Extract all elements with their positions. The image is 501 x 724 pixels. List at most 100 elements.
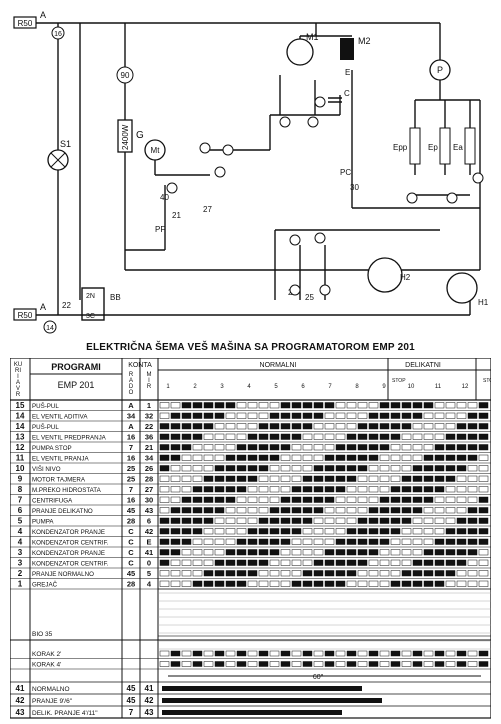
cam-segment <box>214 475 225 482</box>
cam-segment <box>181 559 192 566</box>
cam-segment <box>181 570 192 577</box>
cam-segment <box>357 454 368 461</box>
cam-segment <box>192 412 203 419</box>
cam-segment <box>159 570 170 577</box>
header-kurivr: KU <box>14 362 22 368</box>
cam-segment <box>434 528 445 535</box>
cam-segment <box>159 423 170 430</box>
cam-segment <box>401 549 412 556</box>
cam-segment <box>214 650 225 657</box>
cam-segment <box>192 528 203 535</box>
cam-segment <box>434 559 445 566</box>
cam-segment <box>236 412 247 419</box>
cam-segment <box>335 486 346 493</box>
cam-segment <box>159 507 170 514</box>
cam-segment <box>203 433 214 440</box>
step-number: 3 <box>220 384 224 390</box>
cam-segment <box>368 549 379 556</box>
cam-segment <box>236 650 247 657</box>
row-contact-b: 32 <box>145 412 153 421</box>
cam-segment <box>368 433 379 440</box>
cam-segment <box>423 661 434 667</box>
cam-segment <box>280 433 291 440</box>
cam-segment <box>467 538 478 545</box>
cam-segment <box>247 475 258 482</box>
cam-segment <box>478 444 489 451</box>
cam-segment <box>390 496 401 503</box>
header-rado: R <box>129 372 134 378</box>
cam-segment <box>445 444 456 451</box>
cam-segment <box>401 496 412 503</box>
cam-segment <box>247 496 258 503</box>
cam-segment <box>192 402 203 409</box>
cam-segment <box>181 454 192 461</box>
cam-segment <box>357 559 368 566</box>
cam-segment <box>192 580 203 587</box>
cam-segment <box>368 496 379 503</box>
cam-segment <box>236 538 247 545</box>
cam-segment <box>467 444 478 451</box>
step-number: 4 <box>247 384 251 390</box>
cam-segment <box>236 570 247 577</box>
cam-segment <box>357 650 368 657</box>
cam-segment <box>324 412 335 419</box>
cam-segment <box>456 475 467 482</box>
korak-label: KORAK 2' <box>32 651 61 658</box>
cam-segment <box>357 549 368 556</box>
cam-segment <box>236 433 247 440</box>
row-number: 4 <box>18 538 23 547</box>
cam-segment <box>302 475 313 482</box>
cam-segment <box>159 402 170 409</box>
row-contact-a: 45 <box>127 569 135 578</box>
cam-segment <box>368 486 379 493</box>
cam-segment <box>313 517 324 524</box>
cam-segment <box>390 580 401 587</box>
cam-segment <box>269 433 280 440</box>
cam-segment <box>379 496 390 503</box>
cam-segment <box>346 517 357 524</box>
cam-segment <box>313 402 324 409</box>
cam-segment <box>357 412 368 419</box>
cam-segment <box>412 538 423 545</box>
step-number: 8 <box>355 384 359 390</box>
cam-segment <box>368 580 379 587</box>
cam-segment <box>445 549 456 556</box>
cam-segment <box>401 486 412 493</box>
cam-segment <box>269 528 280 535</box>
cam-segment <box>335 559 346 566</box>
cam-segment <box>357 517 368 524</box>
diagram-title: ELEKTRIČNA ŠEMA VEŠ MAŠINA SA PROGRAMATO… <box>86 342 415 353</box>
cam-segment <box>434 507 445 514</box>
cam-segment <box>280 475 291 482</box>
label-m1: M1 <box>306 32 319 42</box>
cam-segment <box>478 538 489 545</box>
cam-segment <box>423 507 434 514</box>
cam-segment <box>258 650 269 657</box>
cam-segment <box>258 454 269 461</box>
cam-segment <box>423 444 434 451</box>
row-contact-a: 34 <box>127 412 136 421</box>
cam-segment <box>379 475 390 482</box>
cam-segment <box>313 486 324 493</box>
row-contact-a: 16 <box>127 454 135 463</box>
row-contact-a: 45 <box>127 696 136 705</box>
row-number: 5 <box>18 517 23 526</box>
cam-segment <box>368 517 379 524</box>
cam-segment <box>324 549 335 556</box>
cam-segment <box>170 650 181 657</box>
cam-segment <box>445 433 456 440</box>
cam-segment <box>379 650 390 657</box>
cam-segment <box>434 412 445 419</box>
cam-segment <box>346 454 357 461</box>
cam-segment <box>280 454 291 461</box>
cam-segment <box>269 661 280 667</box>
cam-segment <box>467 661 478 667</box>
cam-segment <box>401 475 412 482</box>
cam-segment <box>412 549 423 556</box>
cam-segment <box>423 549 434 556</box>
cam-segment <box>258 507 269 514</box>
cam-segment <box>247 570 258 577</box>
cam-segment <box>357 475 368 482</box>
cam-segment <box>203 402 214 409</box>
cam-segment <box>467 650 478 657</box>
